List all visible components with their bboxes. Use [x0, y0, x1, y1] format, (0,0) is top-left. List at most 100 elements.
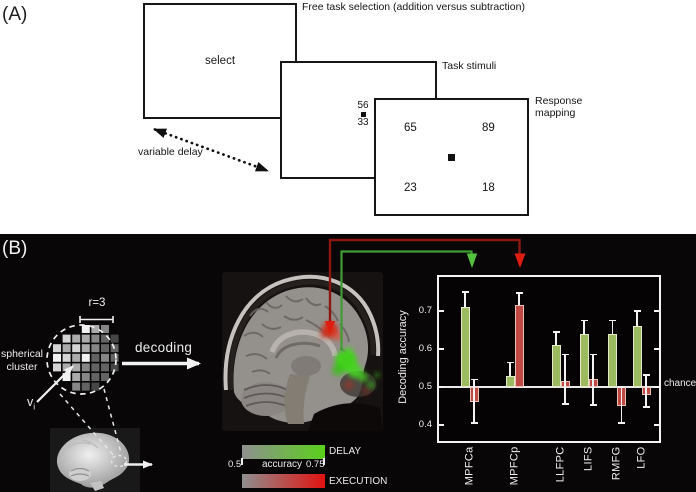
- error-cap: [515, 291, 523, 294]
- fixation-square-icon: [448, 154, 455, 161]
- x-tick-label-MPFCa: MPFCa: [463, 446, 475, 486]
- bar-delay-RMFG: [608, 333, 617, 387]
- voxel-square: [53, 363, 61, 372]
- variable-delay-label: variable delay: [138, 146, 203, 158]
- y-tick-label: 0.6: [418, 342, 432, 354]
- error-cap: [580, 319, 588, 322]
- error-cap: [470, 422, 478, 424]
- voxel-square: [81, 363, 90, 372]
- error-bar: [583, 320, 585, 334]
- error-bar: [464, 292, 466, 308]
- voxel-square: [110, 363, 119, 372]
- stimulus-lower-number: 33: [357, 117, 369, 128]
- execution-arrowhead-chart-icon: [514, 253, 526, 268]
- voxel-square: [72, 344, 81, 353]
- error-cap: [633, 310, 641, 312]
- error-cap: [609, 319, 616, 322]
- error-bar: [611, 320, 614, 334]
- y-tick-mark: [439, 424, 444, 426]
- searchlight-location-circle: [110, 454, 128, 468]
- delay-activation-blob: [332, 346, 380, 389]
- voxel-square: [81, 353, 90, 362]
- error-cap: [561, 353, 569, 356]
- response-bottom-left: 23: [404, 182, 417, 194]
- spherical-cluster-circle: [46, 324, 117, 395]
- y-tick-mark: [654, 424, 659, 426]
- error-cap: [642, 405, 650, 408]
- error-cap: [618, 386, 625, 388]
- zoom-callout-lines: [59, 388, 122, 458]
- execution-colorbar: [242, 474, 325, 488]
- bar-delay-LLFPC: [551, 345, 561, 387]
- voxel-square: [81, 382, 90, 391]
- stimulus-upper-number: 56: [357, 100, 369, 111]
- voxel-square: [101, 373, 109, 381]
- panel-b: (B) spherical cluster r=3 vi decoding DE…: [0, 234, 696, 492]
- decoding-label: decoding: [135, 340, 193, 355]
- colorbar-min-label: 0.5: [228, 459, 242, 470]
- voxel-square: [81, 344, 90, 353]
- error-bar: [636, 311, 638, 327]
- bar-execution-MPFCp: [514, 305, 524, 387]
- bar-delay-LIFS: [579, 333, 589, 387]
- response-top-right: 89: [482, 122, 495, 134]
- voxel-square: [91, 325, 100, 333]
- radius-label: r=3: [88, 297, 106, 309]
- y-tick-label: 0.5: [418, 380, 432, 392]
- voxel-square: [62, 373, 71, 381]
- voxel-square: [53, 344, 61, 353]
- x-tick-label-LIFS: LIFS: [582, 446, 594, 471]
- voxel-square: [62, 353, 71, 362]
- chance-line: [439, 386, 659, 388]
- y-tick-mark: [654, 310, 659, 312]
- fixation-square-icon: [360, 112, 366, 117]
- error-cap: [618, 421, 625, 424]
- voxel-label: vi: [27, 395, 36, 412]
- screen-task-selection: select: [143, 3, 297, 119]
- voxel-square: [81, 325, 90, 333]
- error-bar: [645, 374, 647, 407]
- bar-delay-MPFCa: [460, 307, 470, 387]
- screen-response-mapping: 65 89 23 18: [374, 98, 529, 216]
- y-tick-label: 0.4: [418, 418, 432, 430]
- y-tick-mark: [439, 310, 444, 312]
- y-tick-label: 0.7: [418, 304, 432, 316]
- voxel-square: [101, 344, 109, 353]
- voxel-square: [62, 334, 71, 343]
- execution-colorbar-label: EXECUTION: [329, 476, 388, 487]
- error-cap: [506, 361, 514, 364]
- delay-connector-line: [340, 250, 473, 351]
- voxel-square: [91, 353, 100, 362]
- voxel-square: [72, 373, 81, 381]
- voxel-square: [72, 363, 81, 372]
- y-tick-mark: [654, 348, 659, 350]
- error-bar: [620, 387, 623, 423]
- error-cap: [470, 378, 478, 381]
- x-tick-label-LLFPC: LLFPC: [554, 446, 566, 483]
- x-tick-label-RMFG: RMFG: [610, 446, 623, 481]
- bar-delay-MPFCp: [505, 375, 515, 387]
- voxel-square: [110, 353, 119, 362]
- brain-mri-image: [222, 272, 383, 431]
- voxel-square: [101, 363, 109, 372]
- task-stimuli-caption: Task stimuli: [442, 60, 497, 72]
- spherical-cluster-label: spherical cluster: [0, 348, 44, 373]
- voxel-square: [101, 325, 109, 333]
- panel-a-label: (A): [2, 4, 28, 25]
- decoding-accuracy-chart: [437, 275, 661, 443]
- select-text: select: [204, 55, 236, 67]
- voxel-square: [62, 344, 71, 353]
- voxel-square: [91, 344, 100, 353]
- voxel-square: [53, 353, 61, 362]
- colorbar-max-label: 0.75: [306, 459, 325, 470]
- response-mapping-caption: Response mapping: [535, 95, 583, 119]
- error-cap: [589, 353, 597, 356]
- error-cap: [589, 404, 597, 407]
- response-bottom-right: 18: [482, 182, 495, 194]
- delay-arrowhead-chart-icon: [466, 253, 478, 268]
- small-brain-image: [50, 428, 140, 492]
- voxel-pointer-arrow: [36, 365, 74, 403]
- panel-a: (A) select Free task selection (addition…: [0, 0, 696, 234]
- error-bar: [564, 354, 566, 405]
- voxel-square: [72, 382, 81, 391]
